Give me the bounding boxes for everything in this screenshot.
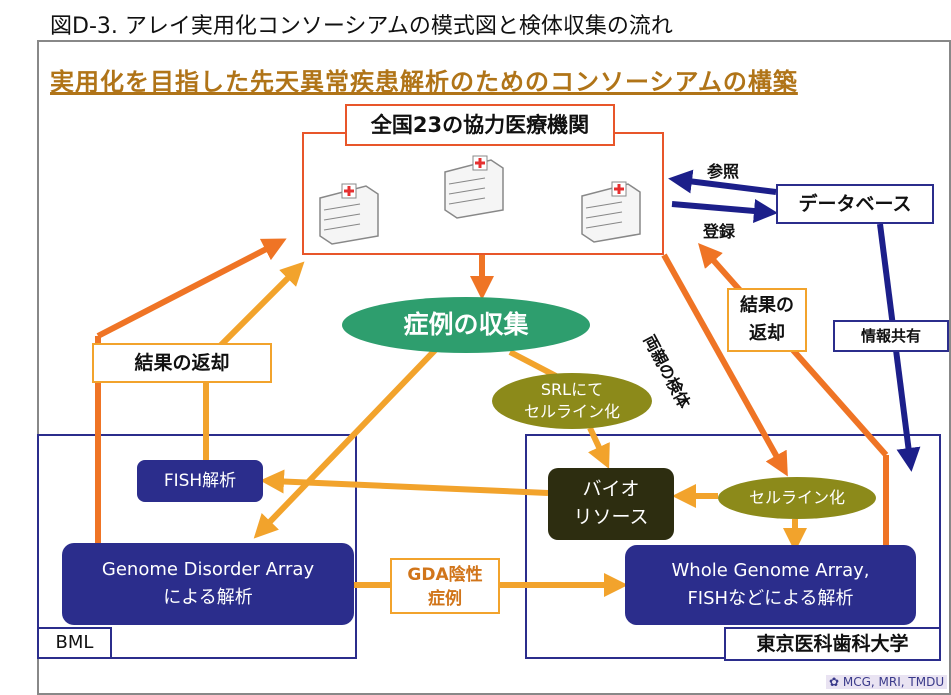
wga-analysis-node: Whole Genome Array, FISHなどによる解析: [625, 545, 916, 625]
result-return-label-left: 結果の返却: [92, 343, 272, 383]
gda-line-2: による解析: [163, 587, 253, 608]
wga-line-2: FISHなどによる解析: [687, 588, 854, 609]
hospital-icon: [444, 155, 504, 219]
srl-cellline-node: SRLにて セルライン化: [492, 373, 652, 429]
arrow-parents-sample: [661, 253, 788, 477]
bio-line-1: バイオ: [582, 478, 640, 500]
info-share-label: 情報共有: [833, 320, 949, 352]
srl-line-2: セルライン化: [523, 402, 620, 421]
credit-text: MCG, MRI, TMDU: [842, 675, 945, 689]
result-return-label-right: 結果の 返却: [727, 288, 807, 352]
arrow-cases-to-gda: [253, 342, 443, 539]
case-collection-node: 症例の収集: [342, 297, 590, 353]
flower-icon: ✿: [829, 675, 840, 689]
bml-group: [37, 434, 357, 659]
hospital-icon: [581, 181, 641, 243]
gda-negative-label: GDA陰性 症例: [390, 558, 500, 614]
credit-label: ✿ MCG, MRI, TMDU: [826, 675, 948, 689]
arrow-wga-return-diag: [698, 243, 889, 457]
result-right-line-1: 結果の: [740, 295, 794, 316]
tmdu-label: 東京医科歯科大学: [724, 627, 941, 661]
srl-line-1: SRLにて: [540, 380, 604, 399]
bml-label: BML: [37, 627, 112, 659]
arrow-cases-to-srl: [508, 349, 558, 379]
reference-label: 参照: [707, 162, 740, 181]
fish-analysis-node: FISH解析: [137, 460, 263, 502]
arrow-bio-to-fish: [260, 469, 549, 496]
gda-analysis-node: Genome Disorder Array による解析: [62, 543, 354, 625]
register-label: 登録: [703, 222, 736, 241]
hospital-icon: [319, 183, 379, 245]
wga-line-1: Whole Genome Array,: [671, 560, 870, 581]
diagram-title: 実用化を目指した先天異常疾患解析のためのコンソーシアムの構築: [50, 68, 798, 96]
arrow-gda-return-diag: [96, 238, 287, 339]
gda-neg-line-2: 症例: [428, 589, 462, 609]
result-right-line-2: 返却: [749, 323, 785, 344]
bio-line-2: リソース: [573, 506, 649, 528]
arrow-db-ref: [668, 169, 777, 195]
hospitals-title: 全国23の協力医療機関: [345, 104, 615, 146]
database-node: データベース: [776, 184, 934, 224]
gda-line-1: Genome Disorder Array: [101, 559, 315, 580]
cellline-node: セルライン化: [718, 477, 876, 519]
arrow-db-reg: [671, 199, 778, 223]
gda-neg-line-1: GDA陰性: [407, 565, 483, 585]
figure-caption: 図D-3. アレイ実用化コンソーシアムの模式図と検体収集の流れ: [50, 14, 673, 39]
bioresource-node: バイオ リソース: [548, 468, 674, 540]
arrow-srl-to-bio: [587, 426, 610, 469]
